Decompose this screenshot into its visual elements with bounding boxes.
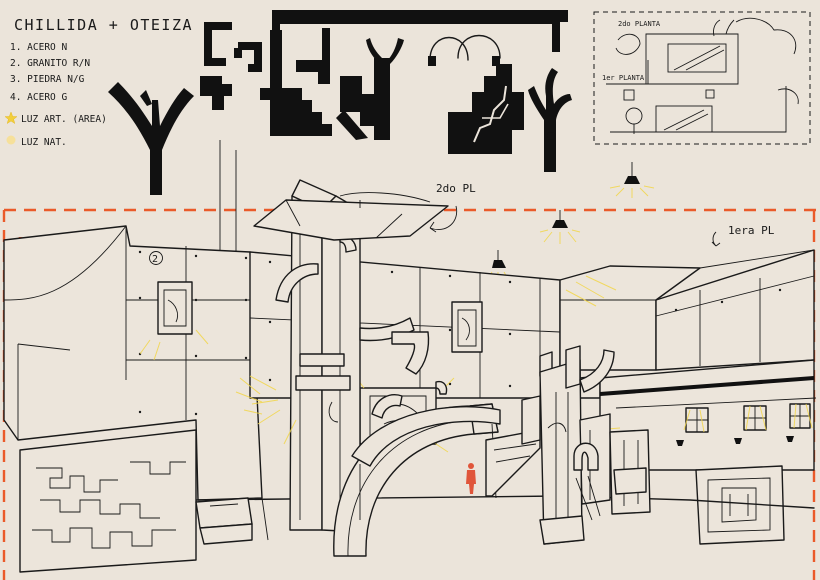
legend-material-1: 1. ACERO N (10, 42, 67, 53)
plan-lower-label: 1er PLANTA (602, 74, 645, 82)
column-sculpture-icon (366, 38, 404, 140)
small-steel-tree-icon (528, 68, 572, 172)
ceiling-lamp-icon (539, 210, 581, 244)
perspective-section: 2 (3, 179, 817, 573)
wall-artwork (451, 301, 483, 353)
legend-material-3: 3. PIEDRA N/G (10, 74, 85, 85)
second-floor-label: 2do PL (436, 182, 476, 195)
cracked-block-icon (448, 64, 524, 154)
sheet-title: CHILLIDA + OTEIZA (14, 16, 193, 34)
display-plinth (195, 497, 253, 545)
legend-material-2: 2. GRANITO R/N (10, 58, 90, 69)
plan-inset: 2do PLANTA 1er PLANTA (593, 11, 811, 145)
first-floor-label: 1era PL (728, 224, 775, 237)
right-column-sculpture (521, 345, 651, 545)
meander-block-icon (200, 22, 262, 110)
legend: CHILLIDA + OTEIZA 1. ACERO N 2. GRANITO … (4, 16, 193, 148)
artificial-light-star-icon (4, 111, 18, 125)
meander-relief (19, 429, 197, 573)
legend-light-natural: LUZ NAT. (21, 137, 67, 148)
natural-light-dot-icon (6, 135, 16, 145)
material-2-marker: 2 (152, 254, 158, 265)
steel-tree-sculpture-icon (108, 82, 194, 195)
interlocking-arcs-icon (428, 34, 501, 66)
sculpture-icons-row (108, 10, 572, 195)
ceiling-lamp-icon (609, 162, 655, 198)
person-figure (466, 463, 476, 494)
staircase-block-icon (260, 30, 332, 136)
plan-upper-label: 2do PLANTA (618, 20, 661, 28)
legend-material-4: 4. ACERO G (10, 92, 67, 103)
steel-beam-icon (272, 10, 568, 140)
legend-light-artificial: LUZ ART. (AREA) (21, 114, 107, 125)
